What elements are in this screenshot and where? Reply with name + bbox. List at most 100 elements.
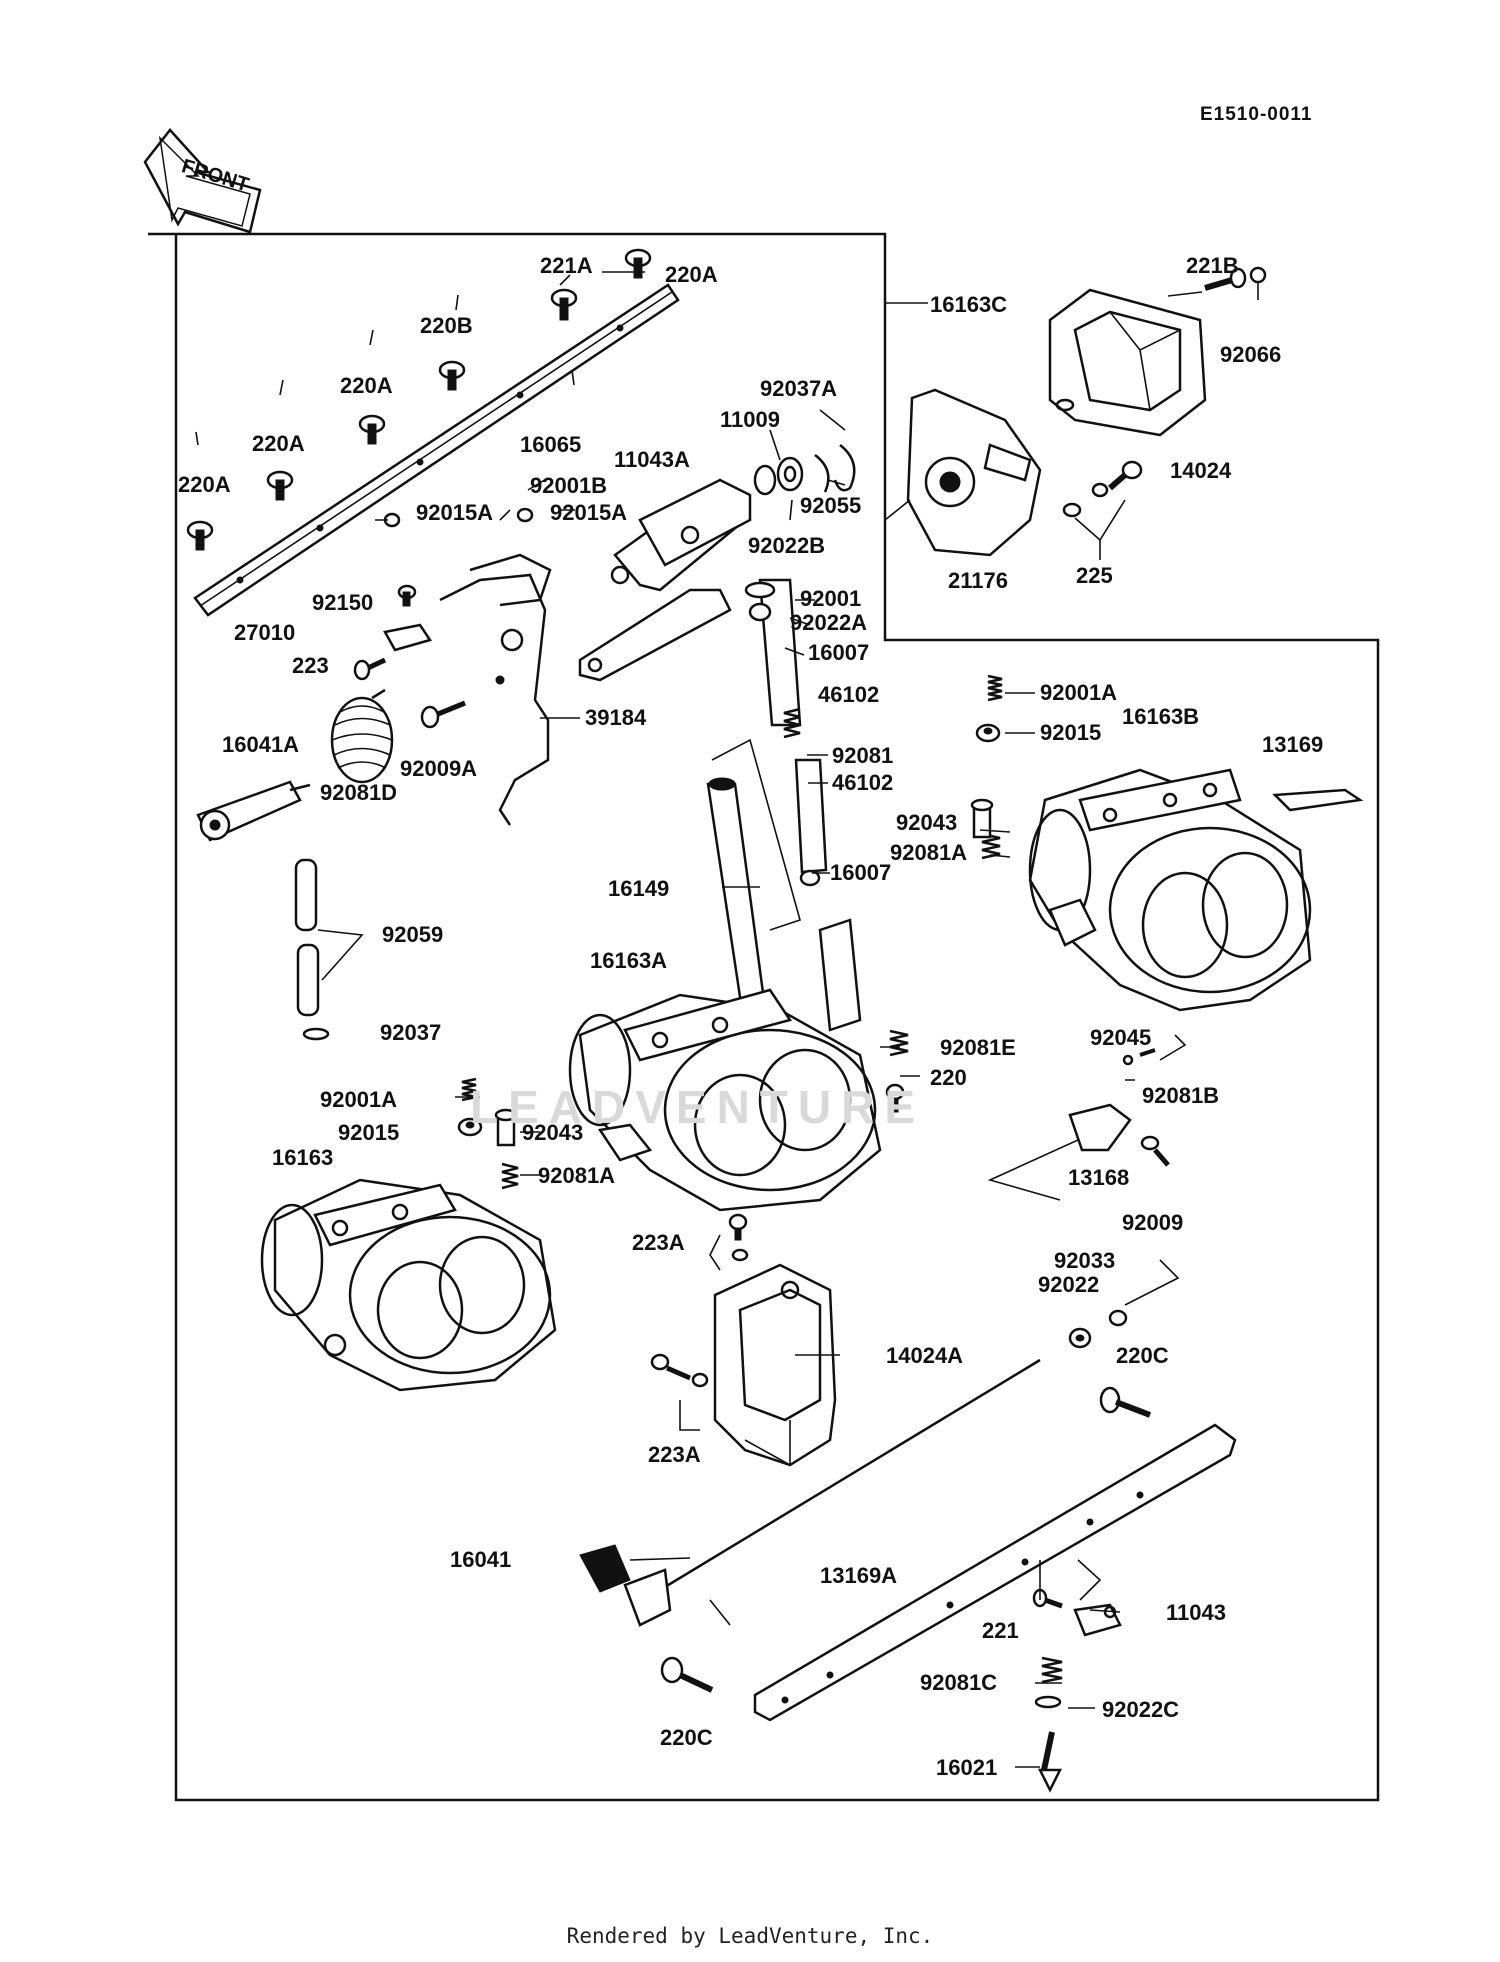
- front-arrow-icon: FRONT: [143, 128, 262, 234]
- lever-16041A: [196, 780, 311, 842]
- part-label-220A: 220A: [665, 262, 718, 287]
- link-11043: [660, 1559, 1122, 1793]
- part-label-92066: 92066: [1220, 342, 1281, 367]
- spring-92081D: [330, 688, 394, 784]
- part-label-11009: 11009: [720, 407, 780, 432]
- part-label-223A: 223A: [648, 1442, 701, 1467]
- part-label-11043: 11043: [1166, 1600, 1226, 1625]
- part-label-220C: 220C: [1116, 1343, 1169, 1368]
- part-label-220: 220: [930, 1065, 967, 1090]
- part-label-92022B: 92022B: [748, 533, 825, 558]
- part-label-16149: 16149: [608, 876, 669, 901]
- spring-icon: [461, 674, 1063, 1684]
- part-label-16065: 16065: [520, 432, 581, 457]
- lever-body-11043A: [578, 478, 752, 682]
- bracket-13168: [987, 1034, 1187, 1201]
- part-label-16021: 16021: [936, 1755, 997, 1780]
- part-label-16041A: 16041A: [222, 732, 299, 757]
- part-label-92009: 92009: [1122, 1210, 1183, 1235]
- screw-icon: [186, 248, 652, 551]
- part-label-92001A: 92001A: [1040, 680, 1117, 705]
- part-label-223A: 223A: [632, 1230, 685, 1255]
- pin-icon: [494, 798, 994, 1147]
- part-label-92059: 92059: [382, 922, 443, 947]
- fuel-pipe-16149: [706, 578, 828, 1052]
- part-label-220A: 220A: [252, 431, 305, 456]
- hose-92059: [294, 858, 364, 1041]
- part-label-223: 223: [292, 653, 329, 678]
- washer-icon: [753, 444, 856, 496]
- part-label-16007: 16007: [808, 640, 869, 665]
- link-bar-13169A: [753, 1423, 1237, 1722]
- part-label-221A: 221A: [540, 253, 593, 278]
- part-label-16163C: 16163C: [930, 292, 1007, 317]
- cover-14024A: [713, 1263, 837, 1467]
- part-label-13168: 13168: [1068, 1165, 1129, 1190]
- part-label-39184: 39184: [585, 705, 647, 730]
- part-label-220A: 220A: [178, 472, 231, 497]
- nut-icon: [1068, 1259, 1180, 1418]
- throttle-sensor-21176: [884, 388, 1042, 557]
- part-label-13169A: 13169A: [820, 1563, 897, 1588]
- part-label-92081A: 92081A: [538, 1163, 615, 1188]
- part-label-220A: 220A: [340, 373, 393, 398]
- part-label-92022: 92022: [1038, 1272, 1099, 1297]
- throttle-body-16163: [260, 1178, 557, 1392]
- part-label-92015: 92015: [338, 1120, 399, 1145]
- part-label-92015: 92015: [1040, 720, 1101, 745]
- part-label-92037: 92037: [380, 1020, 441, 1045]
- part-label-92001A: 92001A: [320, 1087, 397, 1112]
- sensor-cover-14024: [1048, 288, 1207, 437]
- part-label-92033: 92033: [1054, 1248, 1115, 1273]
- part-label-92022C: 92022C: [1102, 1697, 1179, 1722]
- part-labels: 221A 220A 220B 220A 220A 220A 16065 1616…: [178, 253, 1323, 1780]
- document-id: E1510-0011: [1200, 104, 1313, 125]
- part-label-221B: 221B: [1186, 253, 1239, 278]
- part-label-92001B: 92001B: [530, 473, 607, 498]
- part-label-92081E: 92081E: [940, 1035, 1016, 1060]
- part-label-92037A: 92037A: [760, 376, 837, 401]
- part-label-16163A: 16163A: [590, 948, 667, 973]
- part-label-221: 221: [982, 1618, 1019, 1643]
- part-label-27010: 27010: [234, 620, 295, 645]
- part-label-92043: 92043: [522, 1120, 583, 1145]
- part-label-16163: 16163: [272, 1145, 333, 1170]
- part-label-92015A: 92015A: [550, 500, 627, 525]
- part-label-16163B: 16163B: [1122, 704, 1199, 729]
- throttle-body-16163B: [1028, 768, 1312, 1012]
- part-label-92081D: 92081D: [320, 780, 397, 805]
- part-label-92015A: 92015A: [416, 500, 493, 525]
- screw-washer-225: [1062, 460, 1143, 560]
- part-label-92045: 92045: [1090, 1025, 1151, 1050]
- part-label-16007: 16007: [830, 860, 891, 885]
- part-label-92081B: 92081B: [1142, 1083, 1219, 1108]
- throttle-body-16163A: [568, 918, 882, 1212]
- part-label-13169: 13169: [1262, 732, 1323, 757]
- part-label-92081C: 92081C: [920, 1670, 997, 1695]
- part-label-21176: 21176: [948, 568, 1008, 593]
- part-label-92009A: 92009A: [400, 756, 477, 781]
- part-label-220C: 220C: [660, 1725, 713, 1750]
- part-label-14024: 14024: [1170, 458, 1232, 483]
- throttle-bracket-39184: [439, 553, 552, 826]
- part-label-92022A: 92022A: [790, 610, 867, 635]
- part-label-16041: 16041: [450, 1547, 511, 1572]
- watermark: LEADVENTURE: [470, 1081, 926, 1133]
- screw-icon: [650, 1083, 905, 1431]
- part-label-92001: 92001: [800, 586, 861, 611]
- part-label-92081: 92081: [832, 743, 893, 768]
- assembly-frame: [148, 232, 1380, 1802]
- part-label-14024A: 14024A: [886, 1343, 963, 1368]
- leader-lines: [195, 271, 1259, 1768]
- part-label-46102: 46102: [818, 682, 879, 707]
- part-label-11043A: 11043A: [614, 447, 690, 472]
- throttle-rod-16041: [579, 1358, 1041, 1627]
- fuel-rail-16065: [193, 283, 680, 617]
- part-label-92081A: 92081A: [890, 840, 967, 865]
- part-label-46102: 46102: [832, 770, 893, 795]
- part-label-92150: 92150: [312, 590, 373, 615]
- part-label-225: 225: [1076, 563, 1113, 588]
- part-label-220B: 220B: [420, 313, 473, 338]
- screw-icon: [1204, 266, 1267, 291]
